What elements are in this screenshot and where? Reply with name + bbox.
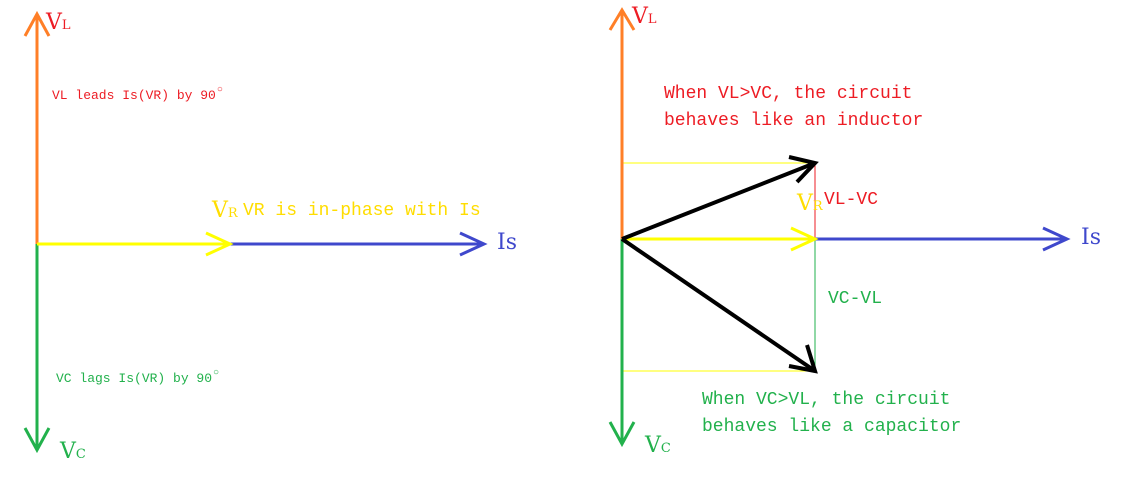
right-vr-arrowhead <box>790 226 819 252</box>
right-is-arrowhead <box>1042 226 1071 252</box>
right-is-label: Is <box>1081 225 1101 250</box>
left-vc-label-subscript: C <box>75 447 86 462</box>
right-vc-arrowhead <box>608 421 636 448</box>
right-capacitor-note-line2: behaves like a capacitor <box>702 417 962 437</box>
left-vr-label-main: V <box>212 198 228 223</box>
right-inductor-note-line1: When VL>VC, the circuit <box>664 84 913 104</box>
left-vc-note: VC lags Is(VR) by 90○ <box>56 369 219 386</box>
right-vr-label-subscript: R <box>812 199 823 214</box>
right-vc-label-subscript: C <box>660 441 671 456</box>
left-is-arrowhead <box>459 231 488 257</box>
left-vc-note-text: VC lags Is(VR) by 90 <box>56 371 213 386</box>
left-vc-label-main: V <box>60 439 76 464</box>
left-vr-label: VR <box>212 200 238 222</box>
left-is-label: Is <box>497 230 517 255</box>
left-phasor-diagram <box>23 10 488 454</box>
right-vr-label: VR <box>797 193 823 215</box>
right-vc-label-main: V <box>645 433 661 458</box>
left-vl-note-text: VL leads Is(VR) by 90 <box>52 88 216 103</box>
right-vc-minus-vl-label: VC-VL <box>828 289 883 309</box>
degree-symbol: ○ <box>213 368 220 379</box>
left-vc-label: VC <box>60 441 86 463</box>
degree-symbol: ○ <box>216 85 223 96</box>
left-vl-label: VL <box>46 12 71 34</box>
left-vl-arrowhead <box>23 10 51 37</box>
right-vl-minus-vc-label: VL-VC <box>824 190 879 210</box>
left-vl-note: VL leads Is(VR) by 90○ <box>52 86 223 103</box>
right-phasor-diagram <box>608 7 1071 448</box>
right-vl-label: VL <box>632 6 657 28</box>
right-capacitor-note-line1: When VC>VL, the circuit <box>702 390 951 410</box>
left-vl-label-subscript: L <box>61 18 71 33</box>
right-capacitive-resultant-phasor <box>620 237 817 373</box>
right-vl-label-subscript: L <box>647 12 657 27</box>
left-vr-arrowhead <box>205 231 234 257</box>
right-inductor-note-line2: behaves like an inductor <box>664 111 924 131</box>
right-vl-arrowhead <box>608 7 636 31</box>
right-inductive-resultant-arrowhead <box>788 155 819 184</box>
left-vr-label-subscript: R <box>227 206 238 221</box>
right-inductive-resultant-phasor <box>621 161 816 241</box>
left-vc-arrowhead <box>23 427 51 454</box>
right-vc-label: VC <box>645 435 671 457</box>
left-vl-label-main: V <box>46 10 62 35</box>
left-vr-note: VR is in-phase with Is <box>243 201 481 221</box>
right-vl-label-main: V <box>632 4 648 29</box>
right-capacitive-resultant-arrowhead <box>788 344 818 374</box>
right-vr-label-main: V <box>797 191 813 216</box>
